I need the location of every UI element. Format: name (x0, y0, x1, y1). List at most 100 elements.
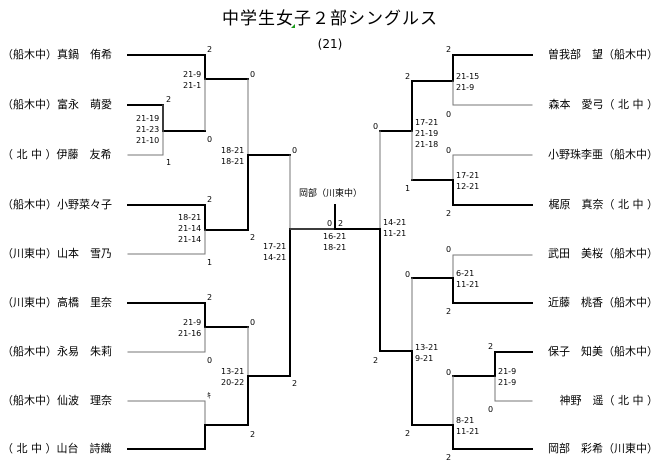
champion-label: 岡部（川東中） (299, 189, 363, 199)
line-left-qf-top-win (247, 154, 291, 231)
set-score: 12-21 (456, 182, 480, 191)
left-player-7: （船木中）永易 朱莉 (2, 345, 112, 359)
right-player-9: 岡部 彩希（川東中） (548, 442, 658, 456)
set-score: 21-19 (415, 129, 439, 138)
line-left-ito (127, 104, 164, 156)
game-count: 0 (373, 122, 379, 131)
set-score: 11-21 (456, 427, 480, 436)
final-set-score: 18-21 (323, 243, 347, 252)
page-subtitle: (21) (317, 37, 343, 51)
set-score: 9-21 (415, 354, 434, 363)
player-school: （船木中） (603, 48, 658, 61)
game-count: 0 (250, 70, 256, 79)
player-name: 山本 雪乃 (57, 247, 112, 260)
player-school: （船木中） (2, 98, 57, 111)
line-left-ono (127, 204, 249, 231)
left-player-9: （ 北 中 ）山台 詩織 (2, 442, 112, 456)
game-count: 0 (250, 318, 256, 327)
right-player-2: 森本 愛弓（ 北 中 ） (549, 98, 659, 112)
player-school: （船木中） (603, 148, 658, 161)
game-count: 0 (446, 110, 452, 119)
left-player-5: （川東中）山本 雪乃 (2, 247, 112, 261)
line-left-senba (127, 400, 206, 426)
set-score: 21-18 (415, 140, 439, 149)
game-count: ｷ (207, 391, 211, 400)
set-score: 14-21 (263, 253, 287, 262)
left-player-2: （船木中）富永 萌愛 (2, 98, 112, 112)
set-score: 21-9 (456, 83, 475, 92)
line-right-ono (452, 154, 533, 181)
player-name: 曽我部 望 (548, 48, 603, 61)
game-count: 2 (207, 195, 213, 204)
player-name: 山台 詩織 (56, 442, 112, 455)
left-player-4: （船木中）小野菜々子 (2, 198, 112, 212)
right-player-8: 神野 遥（ 北 中 ） (560, 394, 659, 408)
game-count: 0 (207, 135, 213, 144)
set-score: 6-21 (456, 269, 475, 278)
line-left-yamamoto (127, 229, 206, 255)
right-player-4: 梶原 真奈（ 北 中 ） (549, 198, 659, 212)
left-player-8: （船木中）仙波 理奈 (2, 394, 112, 408)
game-count: 0 (207, 356, 213, 365)
set-score: 18-21 (178, 213, 202, 222)
set-score: 21-15 (456, 72, 480, 81)
set-score: 13-21 (221, 367, 245, 376)
player-name: 高橋 里奈 (57, 296, 112, 309)
game-count: 2 (373, 356, 379, 365)
player-school: （船木中） (603, 296, 658, 309)
player-name: 岡部 彩希 (548, 442, 603, 455)
player-school: （川東中） (2, 296, 57, 309)
set-score: 17-21 (456, 171, 480, 180)
player-school: （船木中） (2, 394, 57, 407)
player-school: （川東中） (603, 442, 658, 455)
player-name: 近藤 桃香 (548, 296, 603, 309)
player-name: 小野珠李亜 (548, 148, 603, 161)
game-count: 2 (446, 453, 452, 462)
game-count: 2 (292, 379, 298, 388)
game-count: 2 (446, 307, 452, 316)
final-set-score: 16-21 (323, 232, 347, 241)
right-player-5: 武田 美桜（船木中） (548, 247, 658, 261)
player-school: （ 北 中 ） (603, 394, 659, 407)
player-name: 小野菜々子 (57, 198, 112, 211)
set-score: 18-21 (221, 157, 245, 166)
player-name: 富永 萌愛 (57, 98, 112, 111)
line-left-takahashi (127, 302, 249, 328)
game-count: 2 (446, 45, 452, 54)
player-name: 真鍋 侑希 (57, 48, 112, 61)
set-score: 21-9 (183, 70, 202, 79)
right-player-3: 小野珠李亜（船木中） (548, 148, 658, 162)
player-school: （ 北 中 ） (2, 442, 57, 455)
game-count: 0 (488, 405, 494, 414)
game-count: 2 (207, 293, 213, 302)
set-score: 21-9 (498, 367, 517, 376)
player-school: （船木中） (603, 247, 658, 260)
game-count: 2 (207, 45, 213, 54)
game-count: 2 (488, 342, 494, 351)
game-count: 2 (250, 233, 256, 242)
set-score: 21-14 (178, 224, 202, 233)
set-score: 8-21 (456, 416, 475, 425)
player-name: 仙波 理奈 (57, 394, 112, 407)
player-name: 永易 朱莉 (57, 345, 112, 358)
player-name: 森本 愛弓 (548, 98, 604, 111)
player-school: （ 北 中 ） (603, 98, 659, 111)
left-player-3: （ 北 中 ）伊藤 友希 (2, 148, 112, 162)
player-school: （ 北 中 ） (2, 148, 57, 161)
player-school: （船木中） (2, 345, 57, 358)
line-right-kamino (494, 375, 533, 402)
set-score: 21-1 (183, 81, 202, 90)
line-right-yasuko (452, 351, 533, 377)
player-name: 神野 遥 (559, 394, 604, 407)
right-player-6: 近藤 桃香（船木中） (548, 296, 658, 310)
game-count: 0 (446, 245, 452, 254)
line-left-nagayasu (127, 326, 206, 353)
line-left-manabe (127, 54, 206, 80)
final-game-count-right: 2 (338, 219, 344, 228)
player-name: 伊藤 友希 (56, 148, 112, 161)
player-school: （船木中） (2, 198, 57, 211)
left-player-1: （船木中）真鍋 侑希 (2, 48, 112, 62)
set-score: 21-9 (183, 318, 202, 327)
line-right-soga (411, 54, 533, 82)
game-count: 1 (166, 158, 172, 167)
